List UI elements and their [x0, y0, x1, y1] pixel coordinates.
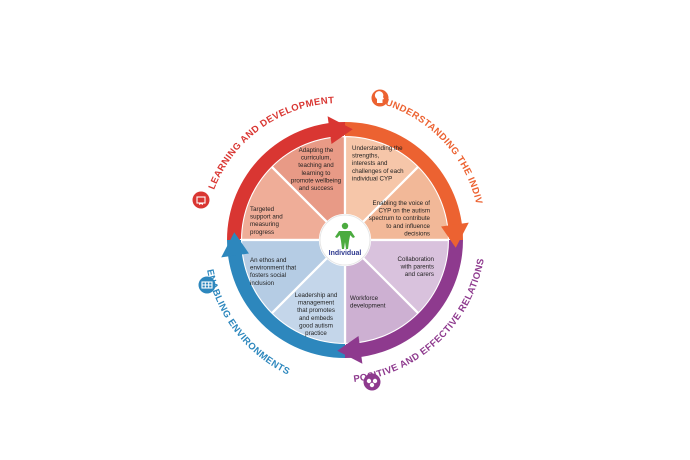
building-icon [198, 276, 216, 294]
ring-arrow-learning [327, 116, 353, 144]
certificate-icon [192, 191, 210, 209]
center-badge: Individual [319, 214, 371, 266]
ring-arrow-environments [221, 232, 249, 258]
people-icon [363, 373, 381, 391]
center-label: Individual [329, 250, 362, 257]
ring-arrow-understanding [441, 222, 469, 248]
head-icon [371, 89, 389, 107]
person-icon [335, 222, 355, 249]
ring-arrow-relationships [337, 336, 363, 364]
